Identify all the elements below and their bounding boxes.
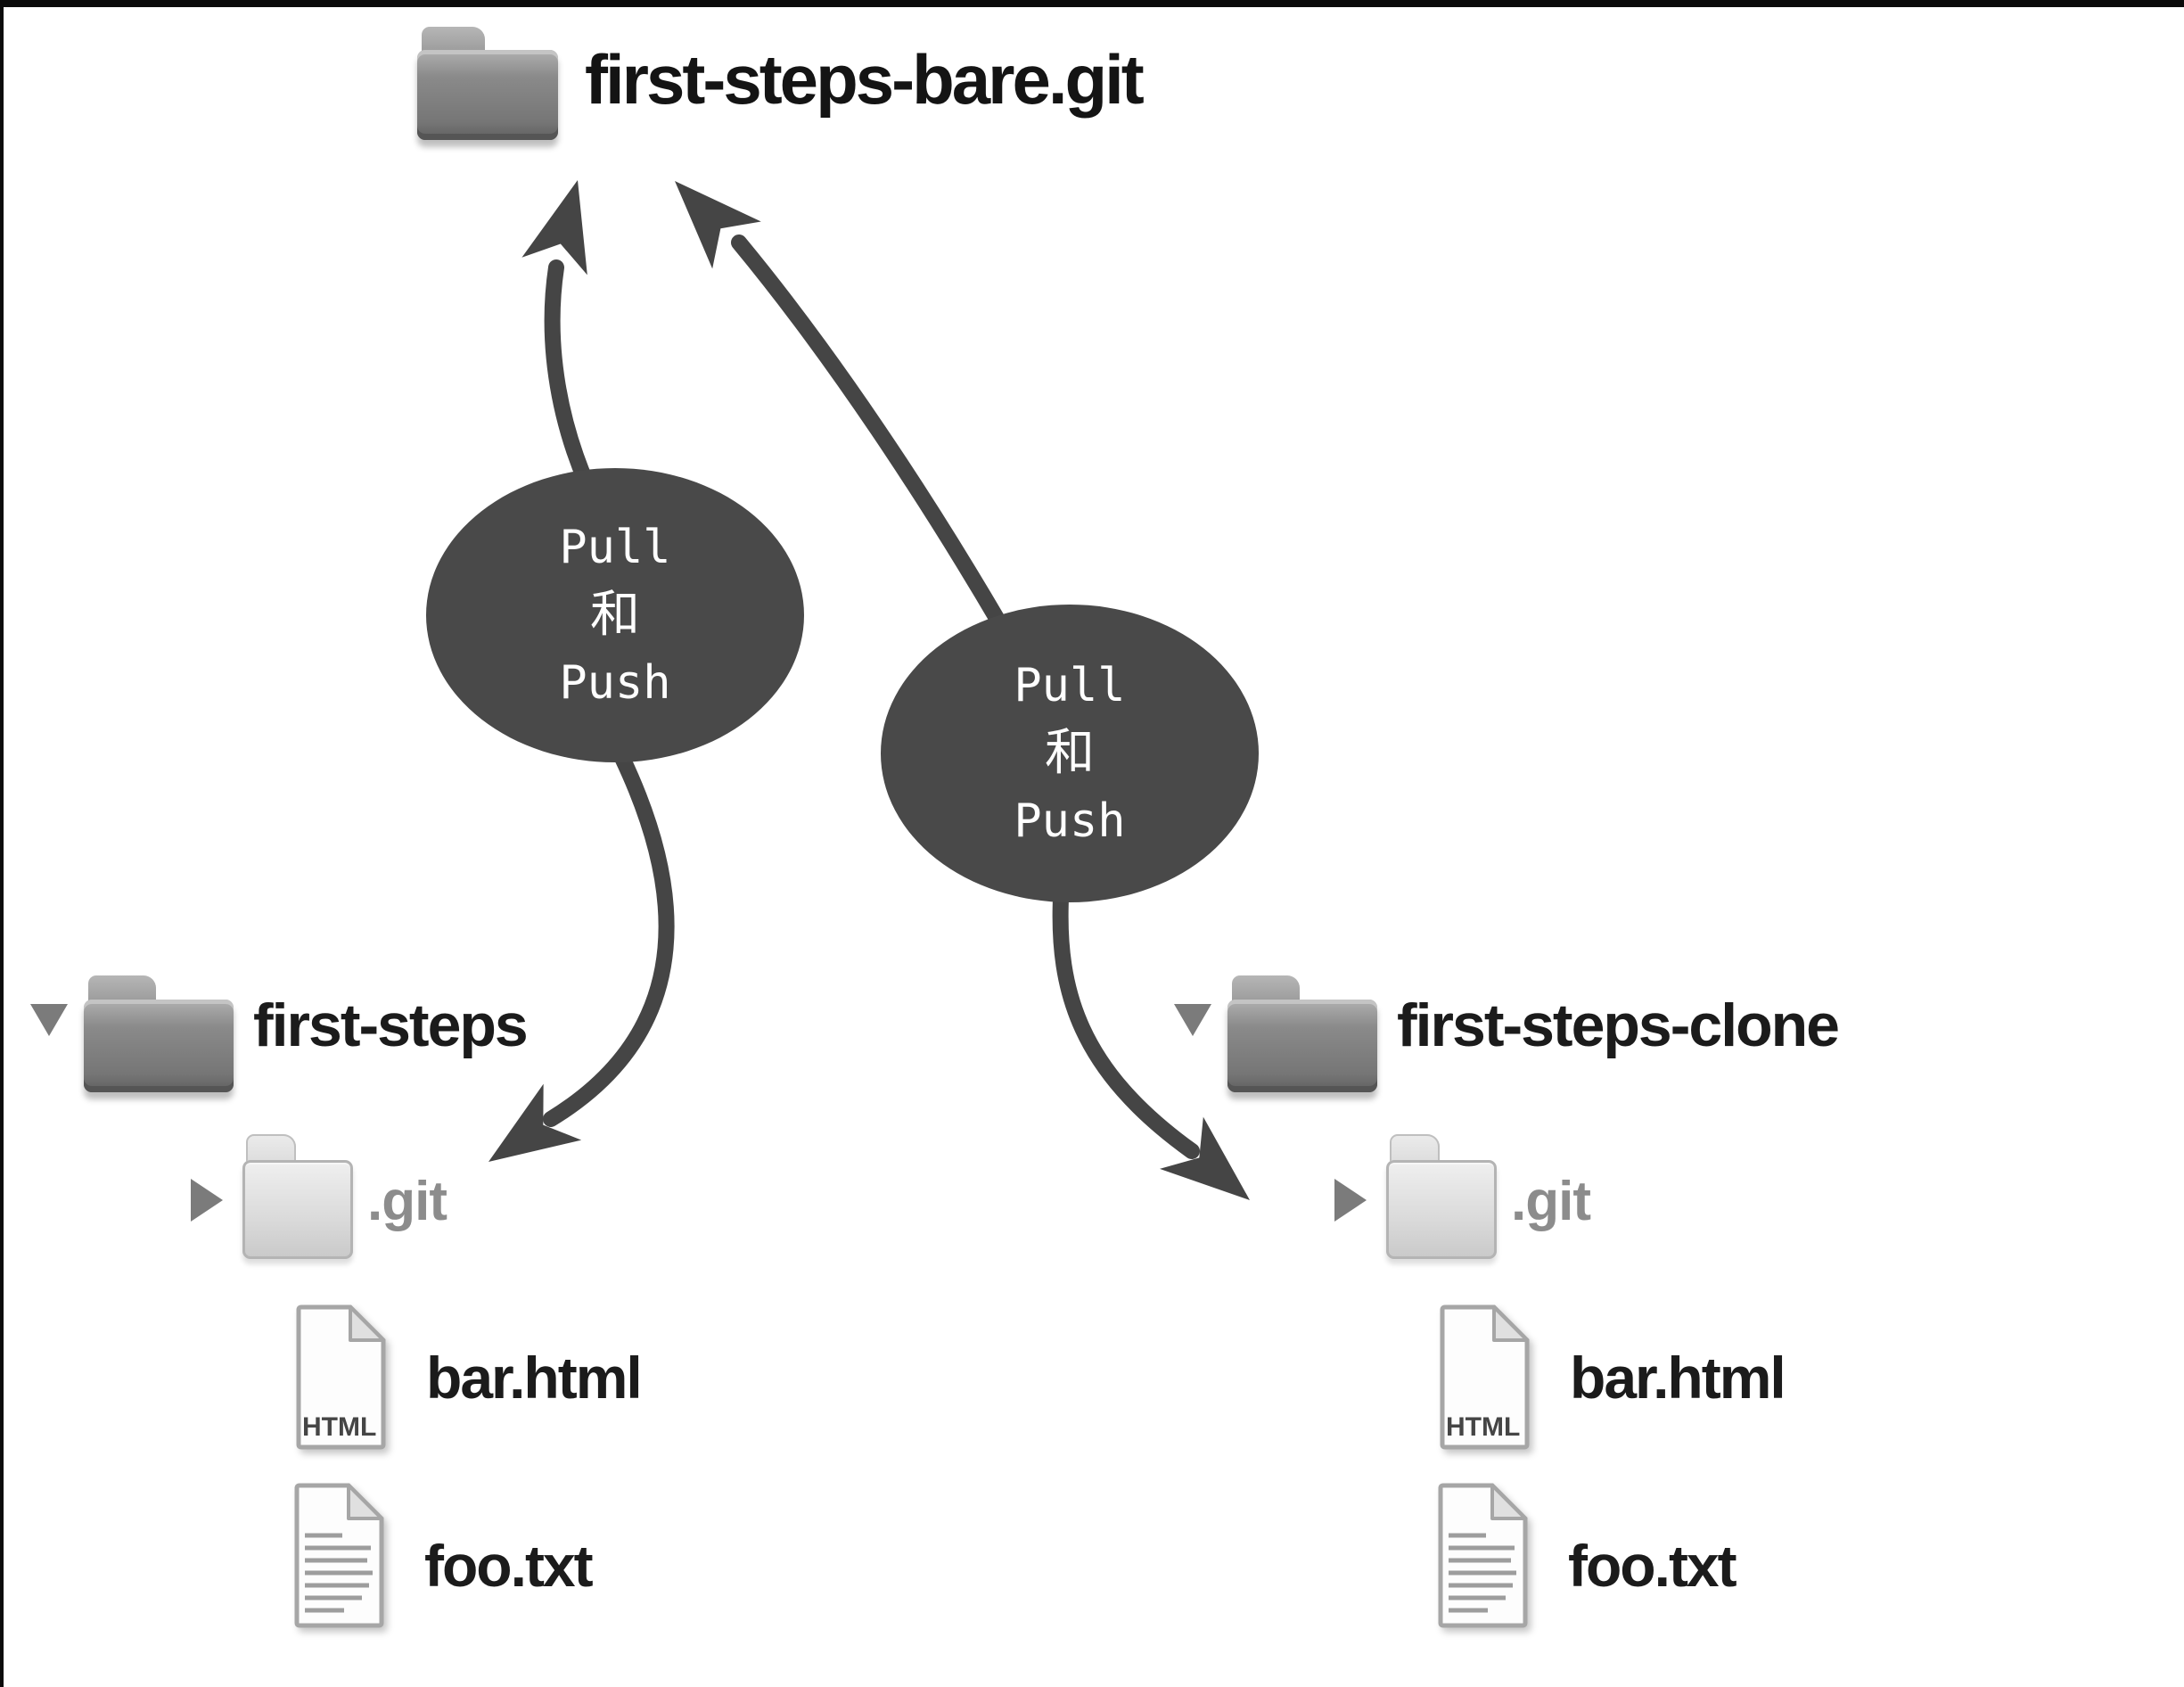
html-badge: HTML <box>302 1412 376 1442</box>
bubble-line-and: 和 <box>1045 724 1095 782</box>
bubble-line-pull: Pull <box>1014 659 1126 712</box>
arrow-left-down-head <box>489 1083 582 1162</box>
git-folder-label: .git <box>367 1171 447 1232</box>
git-folder-label: .git <box>1511 1171 1591 1232</box>
arrow-right-down-head <box>1159 1116 1250 1200</box>
text-file-icon <box>1438 1483 1528 1628</box>
git-folder-icon <box>1386 1134 1497 1264</box>
caret-right-icon <box>1334 1179 1367 1222</box>
bubble-line-and: 和 <box>590 586 640 644</box>
arrow-right-up-shaft <box>731 235 1008 632</box>
bubble-line-pull: Pull <box>559 521 671 574</box>
pull-push-bubble-left: Pull 和 Push <box>426 468 804 762</box>
html-file-icon: HTML <box>296 1304 386 1450</box>
text-file-icon <box>294 1483 384 1628</box>
remote-folder-icon <box>417 27 558 144</box>
file-label: bar.html <box>1570 1345 1786 1411</box>
page-border-top <box>0 0 2184 7</box>
bubble-line-push: Push <box>1014 794 1126 848</box>
caret-down-icon <box>1174 1004 1211 1036</box>
html-file-icon: HTML <box>1440 1304 1530 1450</box>
pull-push-bubble-right: Pull 和 Push <box>881 605 1259 902</box>
arrow-left-down-shaft <box>543 750 675 1127</box>
file-label: bar.html <box>426 1345 643 1411</box>
file-label: foo.txt <box>424 1533 594 1599</box>
local-repo-name: first-steps <box>253 992 529 1059</box>
file-label: foo.txt <box>1568 1533 1737 1599</box>
caret-right-icon <box>191 1179 223 1222</box>
clone-folder-icon <box>1227 975 1377 1097</box>
html-badge: HTML <box>1446 1412 1520 1442</box>
clone-repo-name: first-steps-clone <box>1397 992 1840 1059</box>
arrow-left-up-shaft <box>544 259 595 491</box>
remote-repo-name: first-steps-bare.git <box>585 40 1145 119</box>
caret-down-icon <box>30 1004 68 1036</box>
arrow-right-down-shaft <box>1052 891 1200 1159</box>
arrow-right-up-head <box>675 181 761 269</box>
page-border-left <box>0 0 4 1687</box>
bubble-line-push: Push <box>559 656 671 710</box>
local-folder-icon <box>84 975 234 1097</box>
git-folder-icon <box>242 1134 353 1264</box>
arrow-left-up-head <box>521 180 587 276</box>
